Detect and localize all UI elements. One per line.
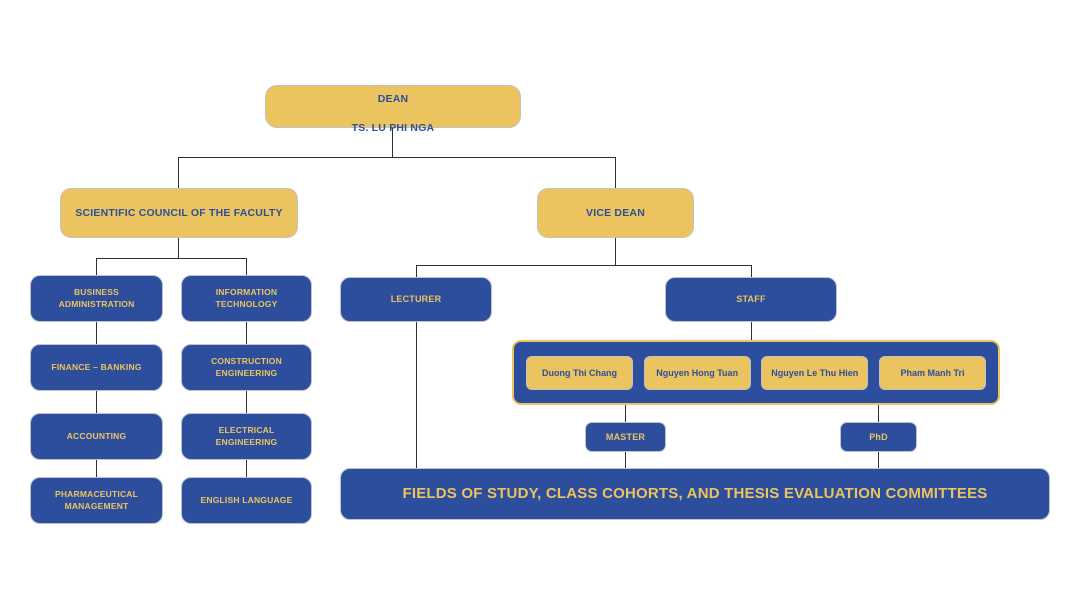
- staff-member-label: Pham Manh Tri: [900, 367, 965, 378]
- connector-line: [416, 265, 751, 266]
- dept-accounting: ACCOUNTING: [30, 413, 163, 460]
- dept-english-language: ENGLISH LANGUAGE: [181, 477, 312, 524]
- connector-line: [878, 452, 879, 468]
- master-label: MASTER: [605, 431, 646, 442]
- staff-member-duong-thi-chang: Duong Thi Chang: [526, 355, 633, 390]
- dept-label: ELECTRICAL ENGINEERING: [215, 425, 278, 447]
- fields-of-study-label: FIELDS OF STUDY, CLASS COHORTS, AND THES…: [402, 484, 988, 502]
- dept-label: ACCOUNTING: [66, 430, 127, 441]
- dean-box: DEAN TS. LU PHI NGA: [265, 85, 521, 134]
- staff-label: STAFF: [736, 294, 766, 305]
- connector-line: [615, 157, 616, 188]
- dept-construction-engineering: CONSTRUCTION ENGINEERING: [181, 344, 312, 391]
- scientific-council-label: SCIENTIFIC COUNCIL OF THE FACULTY: [75, 206, 283, 219]
- phd-label: PhD: [869, 431, 888, 442]
- dept-label: ENGLISH LANGUAGE: [200, 494, 293, 505]
- connector-line: [178, 238, 179, 258]
- dept-label: FINANCE – BANKING: [51, 361, 142, 372]
- dean-title: DEAN: [377, 93, 409, 106]
- master-box: MASTER: [585, 422, 666, 452]
- connector-line: [751, 322, 752, 340]
- staff-member-label: Nguyen Le Thu Hien: [771, 367, 859, 378]
- phd-box: PhD: [840, 422, 917, 452]
- connector-line: [625, 452, 626, 468]
- staff-member-nguyen-le-thu-hien: Nguyen Le Thu Hien: [761, 355, 869, 390]
- connector-line: [178, 157, 615, 158]
- fields-of-study-box: FIELDS OF STUDY, CLASS COHORTS, AND THES…: [340, 468, 1050, 520]
- connector-line: [751, 265, 752, 277]
- dept-label: INFORMATION TECHNOLOGY: [215, 287, 278, 309]
- dept-finance-banking: FINANCE – BANKING: [30, 344, 163, 391]
- staff-member-nguyen-hong-tuan: Nguyen Hong Tuan: [643, 355, 751, 390]
- scientific-council-box: SCIENTIFIC COUNCIL OF THE FACULTY: [60, 188, 298, 238]
- vice-dean-label: VICE DEAN: [586, 206, 645, 219]
- connector-line: [878, 405, 879, 422]
- staff-box: STAFF: [665, 277, 837, 322]
- connector-line: [178, 157, 179, 188]
- dept-business-administration: BUSINESS ADMINISTRATION: [30, 275, 163, 322]
- staff-members-group: Duong Thi Chang Nguyen Hong Tuan Nguyen …: [512, 340, 1000, 405]
- connector-line: [625, 405, 626, 422]
- dept-electrical-engineering: ELECTRICAL ENGINEERING: [181, 413, 312, 460]
- connector-line: [615, 238, 616, 265]
- dept-label: CONSTRUCTION ENGINEERING: [211, 356, 282, 378]
- dept-pharmaceutical-management: PHARMACEUTICAL MANAGEMENT: [30, 477, 163, 524]
- connector-line: [416, 322, 417, 468]
- dept-label: PHARMACEUTICAL MANAGEMENT: [54, 489, 139, 511]
- vice-dean-box: VICE DEAN: [537, 188, 694, 238]
- connector-line: [392, 127, 393, 157]
- dean-name: TS. LU PHI NGA: [351, 121, 435, 134]
- dept-information-technology: INFORMATION TECHNOLOGY: [181, 275, 312, 322]
- dept-label: BUSINESS ADMINISTRATION: [58, 287, 135, 309]
- lecturer-box: LECTURER: [340, 277, 492, 322]
- connector-line: [416, 265, 417, 277]
- staff-member-label: Nguyen Hong Tuan: [656, 367, 739, 378]
- staff-member-pham-manh-tri: Pham Manh Tri: [878, 355, 986, 390]
- staff-member-label: Duong Thi Chang: [542, 367, 617, 378]
- connector-line: [96, 258, 246, 259]
- lecturer-label: LECTURER: [390, 294, 442, 305]
